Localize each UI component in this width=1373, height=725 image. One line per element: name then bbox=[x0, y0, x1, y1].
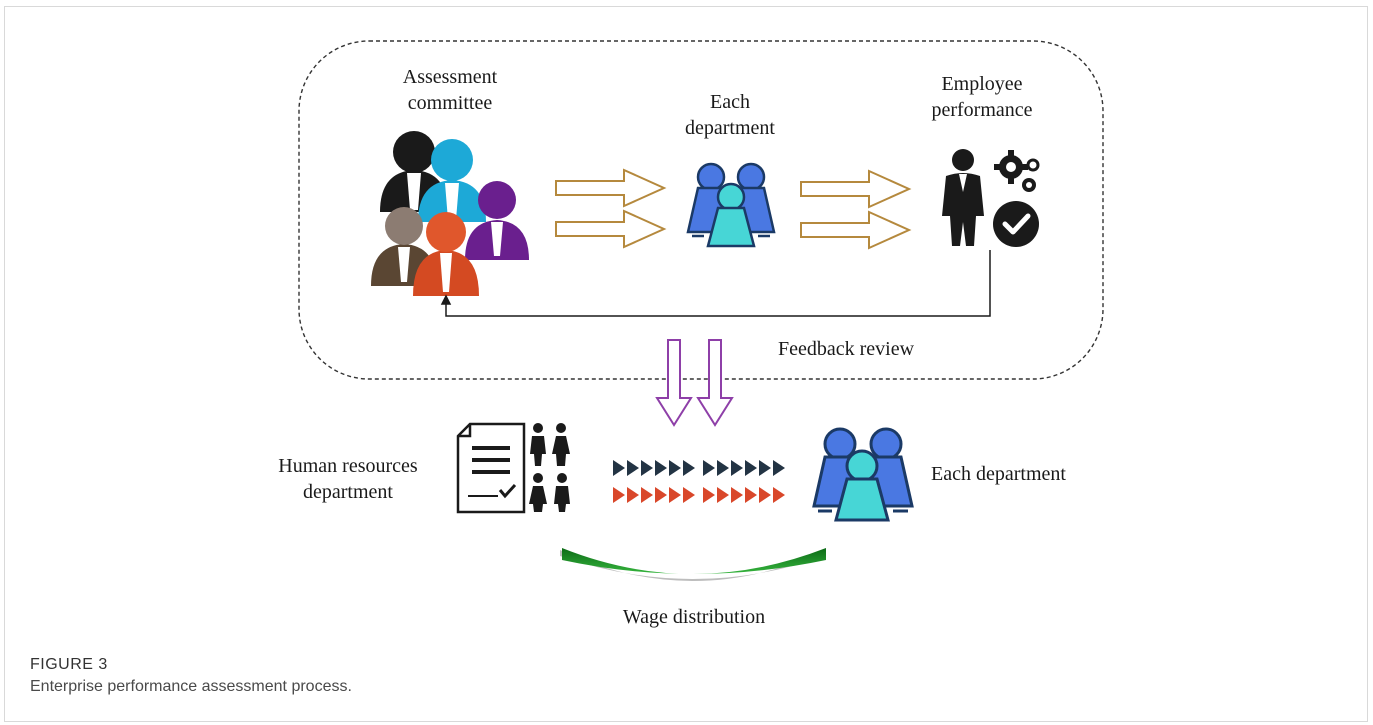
hr-department-label-line1: Human resources bbox=[278, 455, 418, 477]
employee-performance-label-line2: performance bbox=[931, 99, 1032, 121]
chevron-row-dark bbox=[613, 460, 785, 476]
businessman-icon bbox=[942, 149, 984, 246]
each-department-bottom-label: Each department bbox=[931, 463, 1066, 485]
employee-performance-label-line1: Employee bbox=[941, 73, 1022, 95]
team-icon bbox=[812, 427, 914, 522]
figure-number: FIGURE 3 bbox=[30, 656, 108, 673]
people-group-icon bbox=[371, 131, 529, 296]
assessment-committee-label-line2: committee bbox=[408, 92, 493, 114]
figure-caption: Enterprise performance assessment proces… bbox=[30, 678, 352, 695]
hollow-arrow-icon bbox=[800, 169, 912, 250]
each-department-label-line1: Each bbox=[710, 91, 750, 113]
feedback-arrow bbox=[440, 250, 991, 317]
hollow-arrow-icon bbox=[555, 168, 667, 249]
staff-people-icon bbox=[529, 423, 570, 512]
hr-department-label-line2: department bbox=[303, 481, 393, 503]
feedback-review-label: Feedback review bbox=[778, 338, 915, 360]
wage-distribution-label: Wage distribution bbox=[623, 606, 765, 628]
each-department-label-line2: department bbox=[685, 117, 775, 139]
wage-distribution-arc bbox=[560, 548, 826, 581]
team-icon bbox=[686, 162, 776, 248]
assessment-committee-label-line1: Assessment bbox=[403, 66, 498, 88]
chevron-row-red bbox=[613, 487, 785, 503]
figure-frame bbox=[4, 6, 1368, 722]
down-arrow-icon bbox=[655, 339, 734, 427]
process-boundary bbox=[298, 40, 1104, 380]
gears-icon bbox=[994, 150, 1040, 192]
check-circle-icon bbox=[993, 201, 1039, 247]
document-checklist-icon bbox=[456, 422, 526, 514]
